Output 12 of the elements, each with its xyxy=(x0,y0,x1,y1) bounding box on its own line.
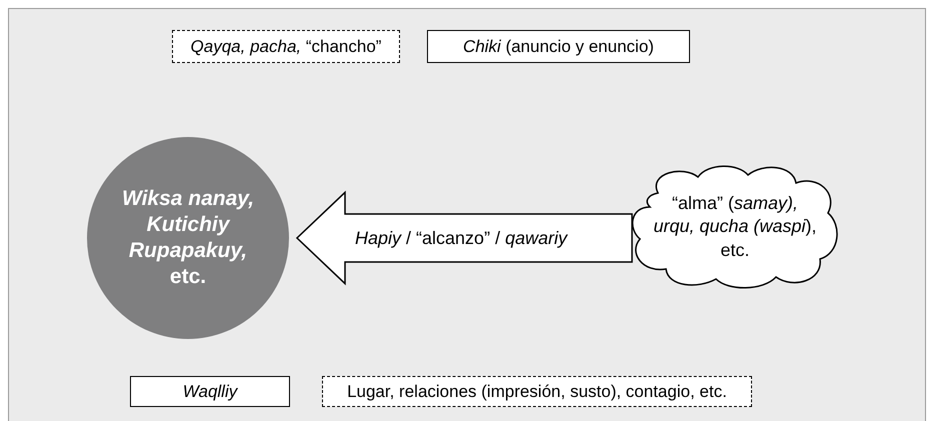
node-text: Lugar, relaciones (impresión, susto), contagio, etc. xyxy=(346,380,728,402)
node-text: Wiksa nanay, Kutichiy Rupapakuy, etc. xyxy=(120,186,256,290)
node-text: Chiki (anuncio y enuncio) xyxy=(462,36,655,58)
text-box xyxy=(130,376,290,407)
node-text: Waqlliy xyxy=(182,380,239,402)
dashed-box xyxy=(172,30,400,63)
node-text: “alma” (samay), urqu, qucha (waspi), etc. xyxy=(652,192,818,262)
edge-label: Hapiy / “alcanzo” / qawariy xyxy=(355,229,568,247)
node-text: Qayqa, pacha, “chancho” xyxy=(190,36,382,58)
block-arrow xyxy=(296,190,633,286)
text-box xyxy=(427,30,690,63)
dashed-box xyxy=(322,376,752,407)
